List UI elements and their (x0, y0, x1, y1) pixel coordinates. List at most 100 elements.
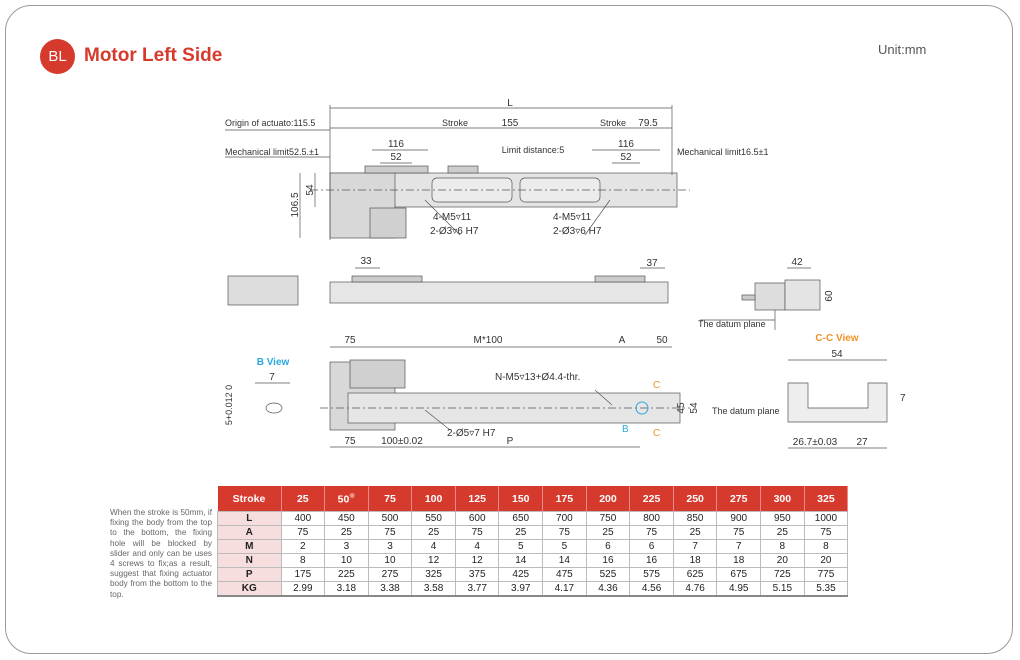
header-cell: 75 (368, 486, 413, 512)
header-cell: 275 (716, 486, 762, 512)
table-cell: 775 (803, 567, 849, 582)
table-cell: 25 (324, 525, 369, 540)
dim-50: 50 (656, 335, 668, 346)
table-cell: 800 (629, 511, 674, 526)
datum-label-bottom: The datum plane (712, 406, 780, 416)
dim-79-5: 79.5 (638, 118, 658, 129)
table-cell: 16 (629, 553, 674, 568)
table-cell: 2.99 (280, 581, 326, 597)
dim-m100: M*100 (474, 335, 503, 346)
table-cell: 10 (324, 553, 369, 568)
page-title: Motor Left Side (84, 45, 223, 66)
table-cell: 475 (542, 567, 587, 582)
table-cell: 750 (585, 511, 631, 526)
table-cell: 675 (716, 567, 762, 582)
thread-label: N-M5▿13+Ø4.4-thr. (495, 372, 580, 383)
table-cell: 5 (542, 539, 587, 554)
table-cell: 225 (324, 567, 369, 582)
header-cell: 50※ (324, 486, 369, 512)
dim-L: L (507, 98, 513, 109)
row-header: L (217, 511, 282, 526)
dim-P: P (507, 436, 514, 447)
header-cell: 325 (804, 486, 849, 512)
dim-116-left: 116 (388, 139, 404, 150)
dim-52-right: 52 (620, 152, 632, 163)
row-header: KG (217, 581, 282, 597)
table-cell: 10 (367, 553, 413, 568)
pin-left: 2-Ø3▿6 H7 (430, 226, 479, 237)
spec-table: Stroke 25 50※ 75 100 125 150 175 200 225… (217, 486, 849, 597)
dim-33: 33 (360, 256, 372, 267)
table-cell: 3.38 (367, 581, 413, 597)
cc-view: C-C View 54 7 26.7±0.03 27 (787, 333, 906, 449)
spec-card (5, 5, 1013, 654)
table-cell: 400 (280, 511, 326, 526)
table-cell: 850 (672, 511, 718, 526)
dim-54-bottom: 54 (689, 402, 700, 414)
table-cell: 450 (324, 511, 369, 526)
table-cell: 25 (411, 525, 456, 540)
header-cell: 25 (281, 486, 326, 512)
table-cell: 75 (629, 525, 674, 540)
side-view: 33 37 (227, 256, 669, 306)
header-cell: 100 (411, 486, 456, 512)
table-cell: 7 (716, 539, 762, 554)
c-marker-top: C (653, 380, 660, 391)
cc-dim-27: 27 (856, 437, 868, 448)
dim-75-bottom: 75 (344, 436, 356, 447)
table-cell: 500 (367, 511, 413, 526)
dim-54: 54 (305, 184, 316, 196)
pin-label: 2-Ø5▿7 H7 (447, 428, 496, 439)
table-cell: 650 (498, 511, 544, 526)
table-cell: 4.17 (542, 581, 587, 597)
table-cell: 4.56 (629, 581, 674, 597)
dim-37: 37 (646, 258, 658, 269)
table-cell: 1000 (803, 511, 849, 526)
table-cell: 575 (629, 567, 674, 582)
table-cell: 12 (454, 553, 500, 568)
screw-right: 4-M5▿11 (553, 212, 592, 223)
row-header: M (217, 539, 282, 554)
unit-label: Unit:mm (878, 42, 927, 57)
dim-100: 100±0.02 (381, 436, 423, 447)
datum-label-end: The datum plane (698, 319, 766, 329)
header-cell: 250 (673, 486, 718, 512)
pin-right: 2-Ø3▿6 H7 (553, 226, 602, 237)
table-cell: 25 (585, 525, 631, 540)
table-cell: 75 (367, 525, 413, 540)
table-cell: 275 (367, 567, 413, 582)
table-cell: 3.97 (498, 581, 544, 597)
table-cell: 600 (454, 511, 500, 526)
table-cell: 75 (454, 525, 500, 540)
row-header: N (217, 553, 282, 568)
table-cell: 3 (324, 539, 369, 554)
table-cell: 7 (672, 539, 718, 554)
table-cell: 75 (542, 525, 587, 540)
b-view-dim-7: 7 (269, 372, 275, 383)
stroke-right-label: Stroke (600, 118, 626, 128)
stroke-left-label: Stroke (442, 118, 468, 128)
dim-45: 45 (676, 402, 687, 414)
header-cell: 300 (760, 486, 805, 512)
header-cell: 125 (455, 486, 500, 512)
table-cell: 550 (411, 511, 456, 526)
header-cell: 175 (542, 486, 587, 512)
table-cell: 5.15 (760, 581, 805, 597)
table-cell: 18 (716, 553, 762, 568)
cc-view-title: C-C View (815, 333, 858, 344)
table-cell: 3.58 (411, 581, 456, 597)
table-cell: 14 (498, 553, 544, 568)
table-cell: 25 (672, 525, 718, 540)
header-cell: 150 (498, 486, 544, 512)
cc-dim-7: 7 (900, 393, 906, 404)
footnote-mark: ※ (349, 492, 356, 500)
table-cell: 3.18 (324, 581, 369, 597)
dim-75-top: 75 (344, 335, 356, 346)
mech-limit-left: Mechanical limit52.5.±1 (225, 147, 319, 157)
